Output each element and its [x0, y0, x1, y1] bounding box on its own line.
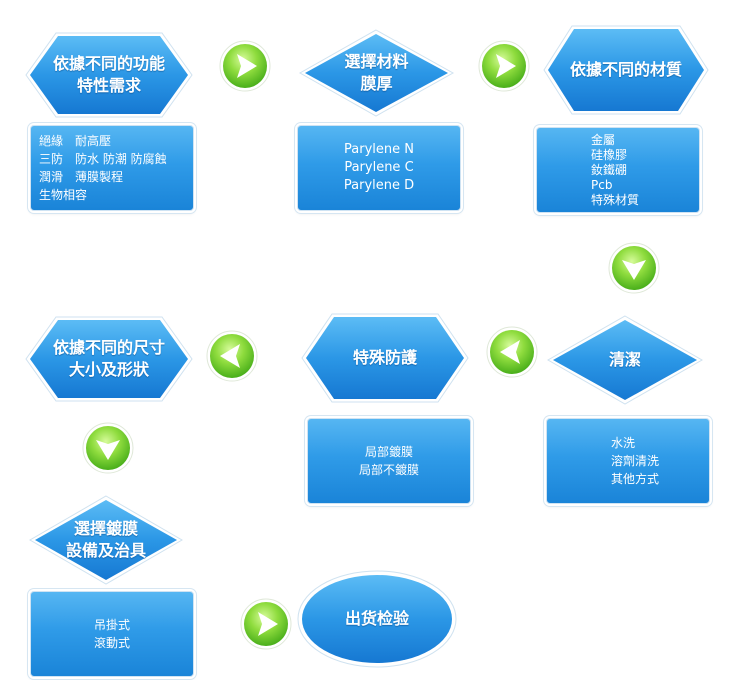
hexagon-shape	[543, 25, 709, 115]
detail-box-parylene-types: Parylene N Parylene C Parylene D	[297, 125, 461, 211]
arrow-down-icon	[82, 422, 134, 474]
arrow-right-icon	[219, 40, 271, 92]
detail-item: Parylene D	[343, 178, 415, 193]
detail-item: 水洗	[611, 436, 636, 450]
detail-box-coating-scope: 局部鍍膜 局部不鍍膜	[307, 418, 471, 504]
detail-item: 硅橡膠	[591, 147, 628, 162]
process-node-select-material: 選擇材料 膜厚	[298, 28, 455, 118]
flow-arrow-left	[486, 326, 538, 378]
arrow-left-icon	[206, 330, 258, 382]
diamond-shape	[546, 315, 704, 405]
detail-item: 三防 防水 防潮 防腐蝕	[39, 152, 167, 166]
node-label-line: 膜厚	[360, 74, 393, 93]
diamond-shape	[298, 29, 455, 117]
node-label-line: 大小及形狀	[68, 360, 149, 379]
flow-arrow-right	[219, 40, 271, 92]
detail-item: 滾動式	[93, 636, 130, 650]
process-node-cleaning: 清潔	[546, 314, 704, 406]
arrow-right-icon	[478, 40, 530, 92]
node-label-line: 依據不同的尺寸	[52, 338, 165, 357]
detail-item: 其他方式	[611, 472, 660, 486]
detail-item: 金屬	[591, 132, 616, 147]
hexagon-shape	[25, 316, 193, 402]
arrow-right-icon	[240, 598, 292, 650]
process-node-size-shape: 依據不同的尺寸 大小及形狀	[24, 314, 194, 404]
detail-item: Parylene C	[344, 160, 414, 175]
diamond-shape	[29, 495, 183, 585]
detail-item: 局部不鍍膜	[358, 463, 419, 477]
node-label-line: 清潔	[608, 350, 641, 369]
ellipse-shape	[297, 570, 457, 668]
arrow-left-icon	[486, 326, 538, 378]
node-label-line: 依據不同的材質	[569, 60, 682, 79]
node-label-line: 依據不同的功能	[52, 54, 165, 73]
flow-arrow-down	[608, 242, 660, 294]
node-label-line: 設備及治具	[65, 541, 146, 560]
hexagon-shape	[301, 313, 469, 403]
detail-box-fixture-types: 吊掛式 滾動式	[30, 591, 194, 677]
detail-item: 絕緣 耐高壓	[39, 134, 112, 148]
detail-box-cleaning-methods: 水洗 溶劑清洗 其他方式	[546, 418, 710, 504]
detail-item: 吊掛式	[93, 618, 130, 632]
detail-item: 潤滑 薄膜製程	[39, 170, 124, 184]
flow-arrow-down	[82, 422, 134, 474]
detail-box-materials: 金屬 硅橡膠 釹鐵硼 Pcb 特殊材質	[536, 127, 700, 213]
process-node-material-type: 依據不同的材質	[542, 24, 710, 116]
detail-item: 釹鐵硼	[591, 162, 628, 177]
process-node-special-protection: 特殊防護	[300, 312, 470, 404]
detail-item: 特殊材質	[591, 192, 640, 207]
detail-item: 溶劑清洗	[611, 454, 660, 468]
node-label-line: 出货检验	[344, 609, 409, 628]
detail-item: Parylene N	[344, 142, 414, 157]
process-node-equipment-fixture: 選擇鍍膜 設備及治具	[28, 494, 184, 586]
detail-item: 生物相容	[39, 188, 88, 202]
node-label-line: 選擇鍍膜	[73, 519, 138, 538]
flow-arrow-right	[478, 40, 530, 92]
process-node-outgoing-inspection: 出货检验	[296, 569, 458, 669]
node-label-line: 特殊防護	[352, 348, 417, 367]
flow-arrow-left	[206, 330, 258, 382]
flow-arrow-right	[240, 598, 292, 650]
hexagon-shape	[25, 32, 193, 118]
node-label-line: 選擇材料	[344, 52, 409, 71]
process-node-function-needs: 依據不同的功能 特性需求	[24, 30, 194, 120]
detail-item: 局部鍍膜	[364, 445, 413, 459]
node-label-line: 特性需求	[76, 76, 141, 95]
arrow-down-icon	[608, 242, 660, 294]
detail-box-functions: 絕緣 耐高壓 三防 防水 防潮 防腐蝕 潤滑 薄膜製程 生物相容	[30, 125, 194, 211]
detail-item: Pcb	[591, 177, 613, 192]
